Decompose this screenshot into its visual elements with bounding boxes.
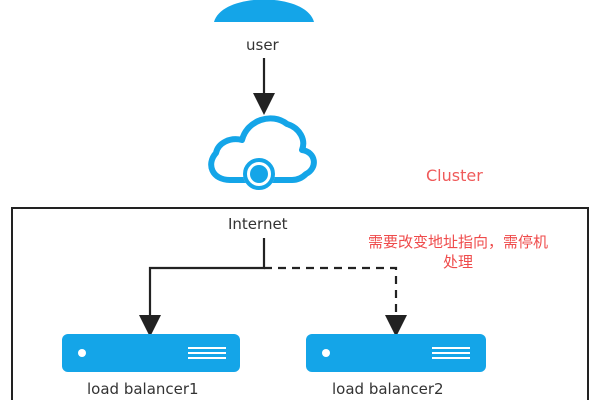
downtime-note: 需要改变地址指向，需停机 处理 xyxy=(348,232,568,272)
user-icon xyxy=(214,0,314,22)
internet-to-lb2-dashed-connector xyxy=(264,266,407,337)
internet-to-lb1-connector xyxy=(139,238,266,337)
cluster-boundary xyxy=(11,207,589,400)
load-balancer-1-server-icon xyxy=(62,334,240,372)
load-balancer-1-label: load balancer1 xyxy=(87,380,199,398)
internet-cloud-icon xyxy=(208,115,317,190)
internet-label: Internet xyxy=(228,215,288,233)
load-balancer-2-server-icon xyxy=(306,334,486,372)
cluster-title: Cluster xyxy=(426,166,483,185)
downtime-note-line-1: 需要改变地址指向，需停机 xyxy=(367,233,548,251)
downtime-note-line-2: 处理 xyxy=(442,253,473,271)
user-label: user xyxy=(246,36,279,54)
load-balancer-2-label: load balancer2 xyxy=(332,380,444,398)
